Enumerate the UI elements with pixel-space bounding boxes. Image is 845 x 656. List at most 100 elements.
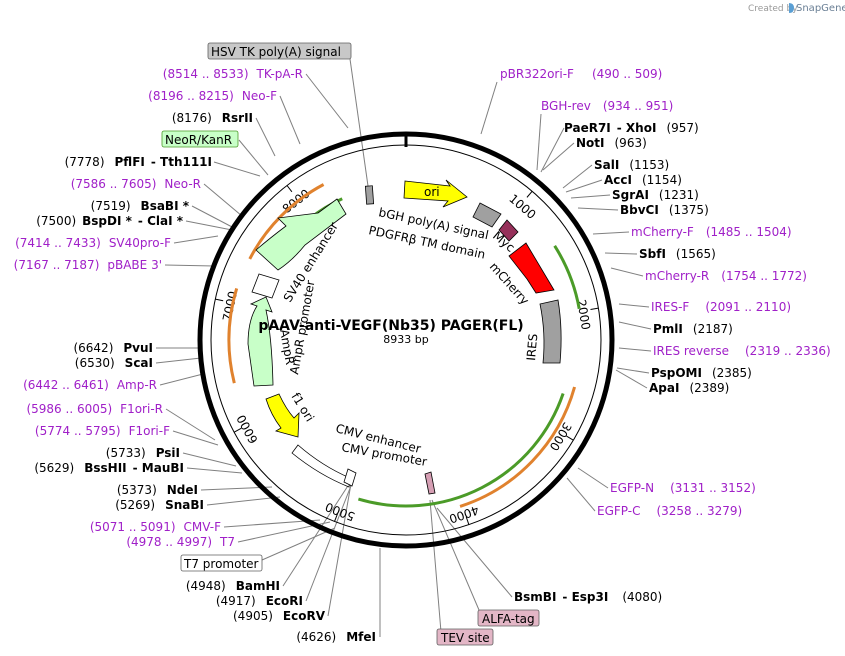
feature-ampr-promoter[interactable]	[251, 273, 280, 299]
site-rsrii[interactable]: (8176)RsrII	[172, 111, 253, 125]
primer-cmv-f[interactable]: (5071 .. 5091)CMV-F	[90, 520, 221, 534]
site-sali[interactable]: SalI(1153)	[594, 158, 669, 172]
scale-tick	[215, 298, 224, 302]
site-noti[interactable]: NotI(963)	[576, 136, 647, 150]
site-apai[interactable]: ApaI(2389)	[649, 381, 729, 395]
site-sgrai[interactable]: SgrAI(1231)	[612, 188, 699, 202]
site-ecori[interactable]: (4917)EcoRI	[216, 594, 303, 608]
site-bsabi[interactable]: (7519)BsaBI *	[91, 199, 190, 213]
primer-pbr322ori-f[interactable]: pBR322ori-F(490 .. 509)	[500, 67, 662, 81]
label-tev-site[interactable]: TEV site	[436, 628, 494, 646]
primer-egfp-n[interactable]: EGFP-N(3131 .. 3152)	[610, 481, 756, 495]
leader-line	[172, 430, 219, 446]
site-bsshii-maubi[interactable]: (5629)BssHII- MauBI	[34, 461, 184, 475]
feature-line-egfp[interactable]	[357, 393, 565, 508]
feature-bgh-polya[interactable]	[472, 202, 502, 228]
leader-line	[536, 113, 542, 171]
site-snabi[interactable]: (5269)SnaBI	[115, 498, 204, 512]
leader-line	[577, 467, 609, 489]
label-hsv-tk-polya[interactable]: HSV TK poly(A) signal	[207, 42, 352, 60]
feature-line-neor[interactable]	[248, 183, 325, 260]
ori-label: ori	[424, 185, 440, 199]
feature-arcs	[227, 183, 581, 508]
primer-neo-f[interactable]: (8196 .. 8215)Neo-F	[148, 89, 277, 103]
feature-ampr[interactable]	[247, 296, 274, 387]
leader-line	[155, 357, 202, 364]
feature-hsv-small-box[interactable]	[364, 185, 375, 205]
scale-tick	[566, 435, 574, 441]
leader-line	[570, 194, 611, 199]
leader-line	[173, 235, 219, 244]
leader-line	[279, 95, 301, 145]
site-pflfi-tth111i[interactable]: (7778)PflFI- Tth111I	[65, 155, 212, 169]
primer-f1ori-r[interactable]: (5986 .. 6005)F1ori-R	[26, 402, 163, 416]
feature-ires[interactable]	[539, 299, 562, 364]
leader-line	[282, 477, 354, 587]
feature-line-egfp-reverse[interactable]	[459, 386, 577, 508]
feature-line-ampr[interactable]	[227, 288, 239, 384]
feature-f1-ori[interactable]	[265, 393, 300, 438]
site-ndei[interactable]: (5373)NdeI	[117, 483, 198, 497]
primer-egfp-c[interactable]: EGFP-C(3258 .. 3279)	[597, 504, 742, 518]
leader-line	[480, 81, 498, 135]
primer-mcherry-r[interactable]: mCherry-R(1754 .. 1772)	[645, 269, 807, 283]
primer-t7[interactable]: (4978 .. 4997)T7	[126, 535, 235, 549]
feature-mcherry[interactable]	[508, 242, 555, 294]
site-acci[interactable]: AccI(1154)	[604, 173, 682, 187]
leader-line	[213, 161, 261, 177]
site-sbfi[interactable]: SbfI(1565)	[639, 247, 716, 261]
svg-text:NeoR/KanR: NeoR/KanR	[165, 133, 232, 147]
leader-line	[436, 507, 513, 598]
scale-tick	[526, 190, 533, 198]
primer-sv40pro-f[interactable]: (7414 .. 7433)SV40pro-F	[15, 236, 171, 250]
leader-line	[618, 303, 650, 308]
leader-line	[540, 127, 565, 173]
leader-line	[327, 477, 353, 617]
primer-mcherry-f[interactable]: mCherry-F(1485 .. 1504)	[631, 225, 792, 239]
site-bspdi-clai[interactable]: (7500)BspDI *- ClaI *	[36, 214, 183, 228]
site-mfei[interactable]: (4626)MfeI	[296, 630, 376, 644]
site-pmli[interactable]: PmlI(2187)	[653, 322, 733, 336]
label-alfa-tag[interactable]: ALFA-tag	[477, 609, 540, 627]
feature-cmv-promoter[interactable]	[343, 468, 357, 487]
plasmid-name: pAAV-anti-VEGF(Nb35) PAGER(FL)	[258, 318, 523, 334]
feature-cmv-enhancer[interactable]	[291, 444, 351, 488]
site-ecorv[interactable]: (4905)EcoRV	[233, 609, 326, 623]
primer-amp-r[interactable]: (6442 .. 6461)Amp-R	[23, 378, 157, 392]
site-pspomi[interactable]: PspOMI(2385)	[651, 366, 752, 380]
site-paer7i-xhoi[interactable]: PaeR7I- XhoI(957)	[564, 121, 699, 135]
feature-sv40-enhancer[interactable]	[255, 198, 347, 271]
feature-line-mcherry[interactable]	[553, 244, 581, 310]
site-bamhi[interactable]: (4948)BamHI	[186, 579, 280, 593]
label-t7-promoter[interactable]: T7 promoter	[180, 554, 263, 572]
leader-line	[185, 220, 233, 231]
scale-tick	[465, 516, 470, 525]
primer-bgh-rev[interactable]: BGH-rev(934 .. 951)	[541, 99, 673, 113]
primer-tk-pa-r[interactable]: (8514 .. 8533)TK-pA-R	[163, 67, 303, 81]
primer-f1ori-f[interactable]: (5774 .. 5795)F1ori-F	[35, 424, 170, 438]
site-pvui[interactable]: (6642)PvuI	[73, 341, 153, 355]
site-scai[interactable]: (6530)ScaI	[75, 356, 153, 370]
site-bsmbi-esp3i[interactable]: BsmBI- Esp3I(4080)	[514, 590, 662, 604]
primer-pbabe-3[interactable]: (7167 .. 7187)pBABE 3'	[14, 258, 162, 272]
feature-myc[interactable]	[498, 219, 519, 242]
site-psii[interactable]: (5733)PsiI	[106, 446, 180, 460]
leader-line	[429, 499, 442, 633]
primer-neo-r[interactable]: (7586 .. 7605)Neo-R	[71, 177, 201, 191]
feature-ori[interactable]: ori	[403, 179, 468, 208]
primer-ires-f[interactable]: IRES-F(2091 .. 2110)	[651, 300, 791, 314]
tick-label: 5000	[323, 499, 357, 523]
site-labels-right: pBR322ori-F(490 .. 509) BGH-rev(934 .. 9…	[500, 67, 831, 604]
plasmid-size: 8933 bp	[383, 333, 428, 346]
leader-line	[305, 73, 349, 129]
leader-line	[610, 267, 644, 277]
svg-text:HSV TK poly(A) signal: HSV TK poly(A) signal	[211, 45, 341, 59]
feature-tev-alfa-tags[interactable]	[424, 471, 436, 495]
label-neor-kanr[interactable]: NeoR/KanR	[161, 130, 239, 148]
leader-line	[618, 321, 652, 330]
leader-line	[604, 252, 638, 255]
primer-ires-reverse[interactable]: IRES reverse(2319 .. 2336)	[653, 344, 831, 358]
site-bbvci[interactable]: BbvCI(1375)	[620, 203, 709, 217]
